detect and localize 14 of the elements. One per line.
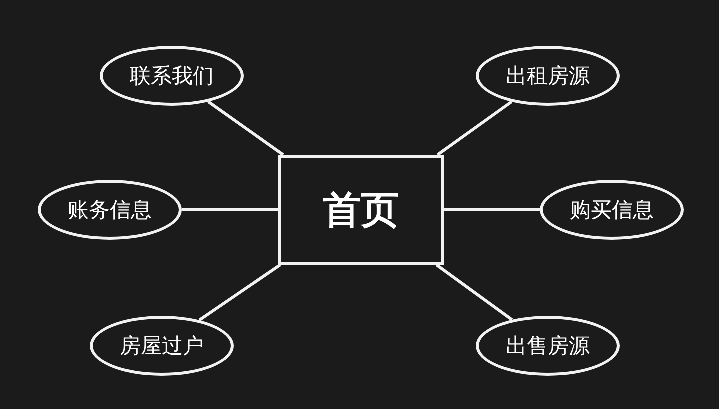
connector-line xyxy=(436,100,513,156)
node-label: 出租房源 xyxy=(506,66,590,86)
node-label: 房屋过户 xyxy=(120,336,204,356)
home-box xyxy=(278,155,444,265)
connector-line xyxy=(198,264,282,322)
connector-line xyxy=(182,208,278,212)
node-title: 首页 xyxy=(323,191,399,229)
connector-line xyxy=(436,264,514,322)
node-label: 出售房源 xyxy=(506,336,590,356)
connector-line xyxy=(208,100,284,156)
node-label: 购买信息 xyxy=(570,200,654,220)
node-label: 联系我们 xyxy=(130,66,214,86)
node-label: 账务信息 xyxy=(68,200,152,220)
connector-line xyxy=(444,208,540,212)
